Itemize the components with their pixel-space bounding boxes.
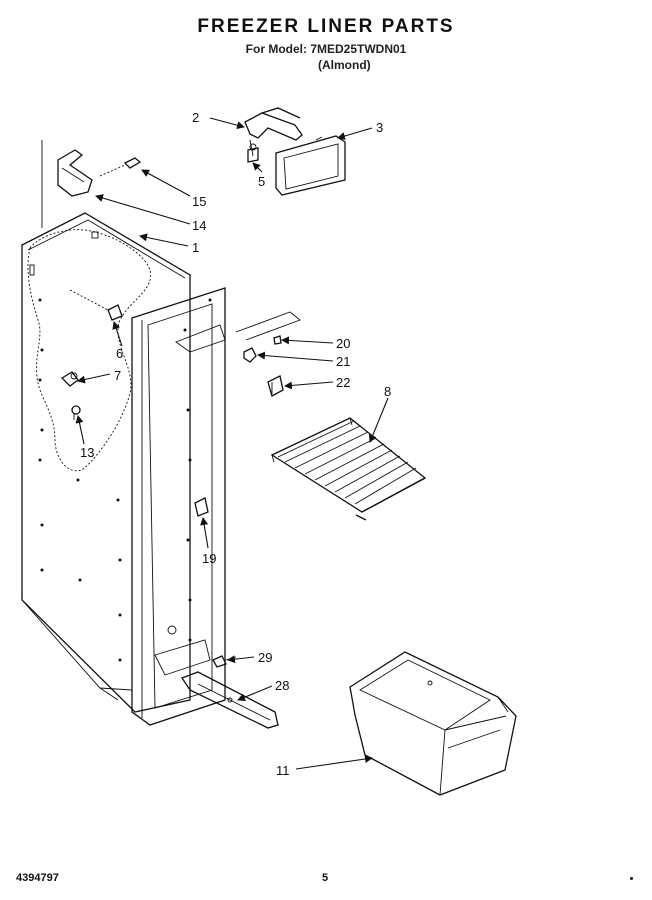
- callout-8: 8: [384, 384, 391, 399]
- callout-29: 29: [258, 650, 272, 665]
- bracket-part-14: [57, 149, 93, 197]
- callout-14: 14: [192, 218, 206, 233]
- page-title: FREEZER LINER PARTS: [197, 16, 455, 37]
- callout-19: 19: [202, 551, 216, 566]
- wire-shelf-part-8: [270, 417, 427, 521]
- corner-mark: [630, 877, 633, 880]
- fastener-part-7: [60, 371, 79, 387]
- callout-13: 13: [80, 445, 94, 460]
- callout-28: 28: [275, 678, 289, 693]
- clip-part-6: [69, 289, 123, 321]
- callout-22: 22: [336, 375, 350, 390]
- screw-part-15: [99, 157, 142, 177]
- callout-11: 11: [276, 763, 290, 778]
- callout-5: 5: [258, 174, 265, 189]
- slide-rail-part-28: [181, 671, 279, 729]
- freezer-liner: [21, 212, 226, 726]
- model-line: For Model: 7MED25TWDN01: [245, 42, 407, 56]
- callout-15: 15: [192, 194, 206, 209]
- clip-part-19: [194, 497, 209, 517]
- callout-21: 21: [336, 354, 350, 369]
- rail-bracket-part-2: [244, 107, 303, 157]
- fastener-part-13: [71, 405, 81, 420]
- screw-part-5: [247, 143, 259, 163]
- document-number: 4394797: [16, 872, 59, 884]
- callout-7: 7: [114, 368, 121, 383]
- callout-20: 20: [336, 336, 350, 351]
- color-line: (Almond): [318, 58, 371, 72]
- callout-1: 1: [192, 240, 199, 255]
- page-number: 5: [322, 872, 329, 884]
- cover-part-3: [275, 135, 346, 196]
- callout-6: 6: [116, 346, 123, 361]
- shelf-support-area: [175, 311, 301, 353]
- storage-bin-part-11: [349, 651, 517, 796]
- callout-2: 2: [192, 110, 199, 125]
- bracket-part-22: [267, 375, 284, 397]
- callout-3: 3: [376, 120, 383, 135]
- pin-part-20: [273, 335, 282, 345]
- clip-part-21: [243, 347, 257, 363]
- callout-leaders: [75, 117, 389, 770]
- callout-labels: 2 3 5 15 14 1 6 7 13 20 21 22 8 19 29 28…: [80, 110, 391, 778]
